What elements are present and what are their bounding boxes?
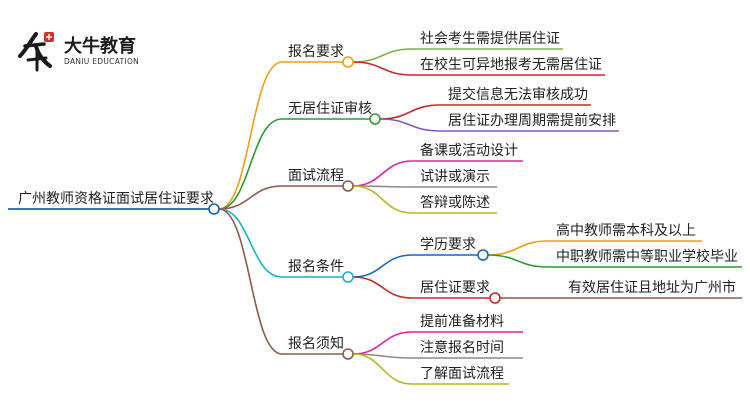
leaf-connector bbox=[352, 185, 413, 214]
root-topic: 广州教师资格证面试居住证要求 bbox=[18, 191, 214, 207]
branch-collapse-toggle[interactable] bbox=[342, 348, 354, 360]
leaf-connector bbox=[352, 331, 413, 355]
subtopic: 提前准备材料 bbox=[420, 313, 504, 330]
leaf-connector bbox=[379, 104, 441, 120]
subtopic: 了解面试流程 bbox=[420, 366, 504, 382]
brand-logo: 大牛教育 DANIU EDUCATION bbox=[16, 30, 166, 74]
subtopic: 试讲或演示 bbox=[420, 169, 490, 185]
leaf-topic: 高中教师需本科及以上 bbox=[556, 222, 696, 239]
branch-collapse-toggle[interactable] bbox=[342, 271, 354, 283]
brand-title: 大牛教育 bbox=[64, 36, 136, 57]
leaf-connector bbox=[352, 160, 413, 187]
branch-connector bbox=[218, 208, 283, 355]
subtopic: 居住证办理周期需提前安排 bbox=[448, 112, 616, 129]
leaf-topic: 中职教师需中等职业学校毕业 bbox=[556, 248, 738, 265]
leaf-connector bbox=[352, 254, 413, 278]
branch-topic: 报名条件 bbox=[288, 258, 344, 275]
subtopic: 备课或活动设计 bbox=[420, 142, 518, 159]
leaf-connector bbox=[352, 61, 413, 76]
branch-connector bbox=[218, 185, 283, 210]
subtopic: 居住证要求 bbox=[420, 280, 490, 296]
daniu-logo-icon bbox=[18, 32, 54, 72]
subtopic: 注意报名时间 bbox=[420, 339, 504, 356]
branch-collapse-toggle[interactable] bbox=[342, 56, 354, 68]
branch-collapse-toggle[interactable] bbox=[342, 180, 354, 192]
subtopic: 答辩或陈述 bbox=[420, 194, 490, 211]
leaf-connector bbox=[352, 353, 413, 385]
leaf-connector bbox=[352, 48, 413, 63]
branch-connector bbox=[218, 208, 283, 278]
leaf-connector bbox=[352, 276, 413, 299]
subtopic-collapse-toggle[interactable] bbox=[477, 249, 489, 261]
root-collapse-toggle[interactable] bbox=[208, 203, 220, 215]
branch-collapse-toggle[interactable] bbox=[369, 113, 381, 125]
subtopic: 社会考生需提供居住证 bbox=[420, 31, 560, 47]
leaf-topic: 有效居住证且地址为广州市 bbox=[568, 279, 736, 296]
brand-subtitle: DANIU EDUCATION bbox=[64, 57, 140, 66]
branch-connector bbox=[218, 61, 283, 210]
branch-topic: 报名须知 bbox=[288, 335, 344, 352]
leaf-connector bbox=[379, 118, 441, 132]
branch-topic: 无居住证审核 bbox=[288, 101, 372, 117]
leaf-connector bbox=[487, 254, 549, 268]
subtopic-collapse-toggle[interactable] bbox=[489, 292, 501, 304]
subtopic: 提交信息无法审核成功 bbox=[448, 86, 588, 103]
branch-topic: 报名要求 bbox=[288, 44, 344, 60]
branch-topic: 面试流程 bbox=[288, 168, 344, 184]
leaf-connector bbox=[487, 240, 549, 256]
subtopic: 在校生可异地报考无需居住证 bbox=[420, 56, 602, 73]
subtopic: 学历要求 bbox=[420, 237, 476, 253]
branch-connector bbox=[218, 118, 283, 210]
